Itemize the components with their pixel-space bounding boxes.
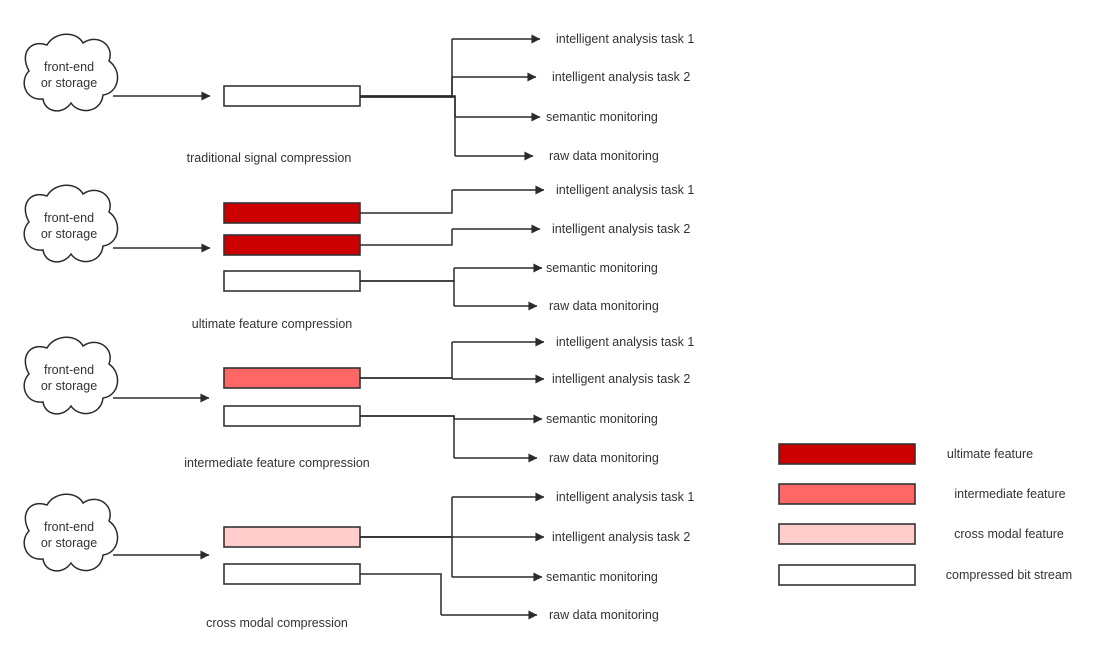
source-label-line: front-end [44,520,94,534]
output-label: intelligent analysis task 1 [556,335,694,349]
legend-label: compressed bit stream [946,568,1072,582]
source-node: front-end or storage [23,33,119,112]
source-label-line: or storage [41,536,97,550]
output-label: semantic monitoring [546,110,658,124]
branch-wire [360,39,453,97]
output-label: semantic monitoring [546,412,658,426]
output-label: intelligent analysis task 1 [556,32,694,46]
branch-wire [360,342,453,379]
branch-wire [360,96,456,156]
row-caption: cross modal compression [206,616,348,630]
output-label: raw data monitoring [549,608,659,622]
compression-row-3: front-end or storage intelligent analysis … [23,335,694,470]
branch-wire [360,377,453,379]
branch-wire [360,497,453,538]
stream-box-plain [223,405,361,427]
output-label: intelligent analysis task 2 [552,530,690,544]
output-label: raw data monitoring [549,451,659,465]
legend-label: ultimate feature [947,447,1033,461]
stream-box-cross_modal [223,526,361,548]
source-node: front-end or storage [23,336,119,415]
output-label: semantic monitoring [546,261,658,275]
output-label: intelligent analysis task 2 [552,222,690,236]
output-label: semantic monitoring [546,570,658,584]
compression-row-1: front-end or storage intelligent analysis … [23,32,694,165]
source-node: front-end or storage [23,493,119,572]
compression-row-2: front-end or storage intelligent analysis … [23,183,694,331]
rows-layer: front-end or storage intelligent analysis … [23,32,694,630]
stream-box-plain [223,563,361,585]
row-caption: ultimate feature compression [192,317,353,331]
legend-swatch [778,523,916,545]
stream-box-ultimate [223,234,361,256]
branch-wire [360,77,453,98]
source-label-line: front-end [44,363,94,377]
source-label-line: or storage [41,227,97,241]
branch-wire [360,229,453,246]
source-label-line: or storage [41,76,97,90]
legend-label: intermediate feature [954,487,1065,501]
branch-wire [360,95,456,117]
legend-swatch [778,483,916,505]
branch-wire [360,268,455,282]
compression-row-4: front-end or storage intelligent analysis … [23,490,694,630]
output-label: raw data monitoring [549,149,659,163]
source-label-line: front-end [44,211,94,225]
row-caption: intermediate feature compression [184,456,370,470]
output-label: intelligent analysis task 1 [556,490,694,504]
branch-wire [360,536,453,577]
output-label: intelligent analysis task 1 [556,183,694,197]
source-label-line: front-end [44,60,94,74]
output-label: intelligent analysis task 2 [552,372,690,386]
legend: ultimate feature intermediate feature cros… [778,443,1072,586]
branch-wire [360,280,455,306]
legend-item-plain: compressed bit stream [778,564,1072,586]
cloud-icon [23,33,119,112]
legend-swatch [778,443,916,465]
source-label-line: or storage [41,379,97,393]
stream-box-intermediate [223,367,361,389]
output-label: intelligent analysis task 2 [552,70,690,84]
legend-swatch [778,564,916,586]
branch-wire [360,573,442,615]
branch-wire [360,415,455,458]
cloud-icon [23,184,119,263]
legend-item-ultimate: ultimate feature [778,443,1033,465]
source-node: front-end or storage [23,184,119,263]
stream-box-plain [223,270,361,292]
stream-box-ultimate [223,202,361,224]
legend-item-cross_modal: cross modal feature [778,523,1064,545]
cloud-icon [23,336,119,415]
cloud-icon [23,493,119,572]
stream-box-plain [223,85,361,107]
legend-label: cross modal feature [954,527,1064,541]
legend-item-intermediate: intermediate feature [778,483,1066,505]
output-label: raw data monitoring [549,299,659,313]
branch-wire [360,190,453,214]
row-caption: traditional signal compression [187,151,352,165]
